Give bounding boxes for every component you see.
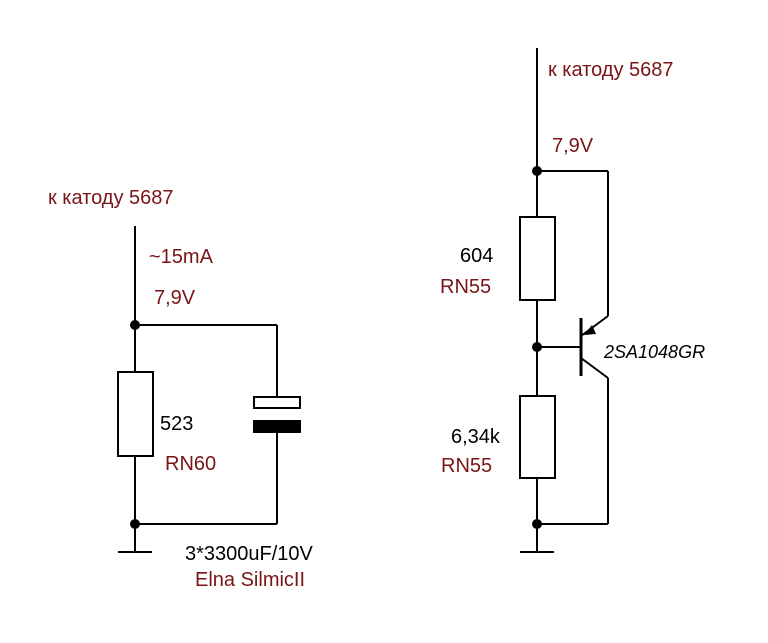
transistor-label: 2SA1048GR: [603, 342, 705, 362]
transistor-collector-leg: [580, 357, 609, 379]
capacitor-positive-plate: [253, 396, 301, 409]
resistor-523-type: RN60: [165, 453, 216, 475]
left-top-junction: [130, 320, 140, 330]
right-voltage-label: 7,9V: [552, 135, 594, 157]
resistor-604: [519, 216, 556, 301]
capacitor-type: Elna SilmicII: [195, 569, 305, 591]
left-circuit: к катоду 5687 ~15mA 7,9V 523 RN60 3*3300…: [48, 187, 314, 591]
left-bottom-junction: [130, 519, 140, 529]
resistor-6-34k-value: 6,34k: [451, 426, 501, 448]
resistor-523-value: 523: [160, 413, 193, 435]
resistor-604-type: RN55: [440, 276, 491, 298]
transistor-emitter-arrow: [584, 325, 596, 335]
right-cathode-label: к катоду 5687: [548, 59, 674, 81]
right-circuit: к катоду 5687 7,9V 604 RN55 6,34k RN55 2…: [440, 48, 705, 553]
resistor-6-34k-type: RN55: [441, 455, 492, 477]
left-current-label: ~15mA: [149, 246, 214, 268]
capacitor-negative-plate: [253, 420, 301, 433]
right-bottom-junction: [532, 519, 542, 529]
capacitor-value: 3*3300uF/10V: [185, 543, 314, 565]
right-top-junction: [532, 166, 542, 176]
resistor-6-34k: [519, 395, 556, 479]
left-cathode-label: к катоду 5687: [48, 187, 174, 209]
transistor-emitter-leg: [580, 315, 609, 337]
transistor-2sa1048gr: [579, 315, 609, 379]
right-middle-junction: [532, 342, 542, 352]
left-voltage-label: 7,9V: [154, 287, 196, 309]
resistor-604-value: 604: [460, 245, 493, 267]
resistor-523: [117, 371, 154, 457]
